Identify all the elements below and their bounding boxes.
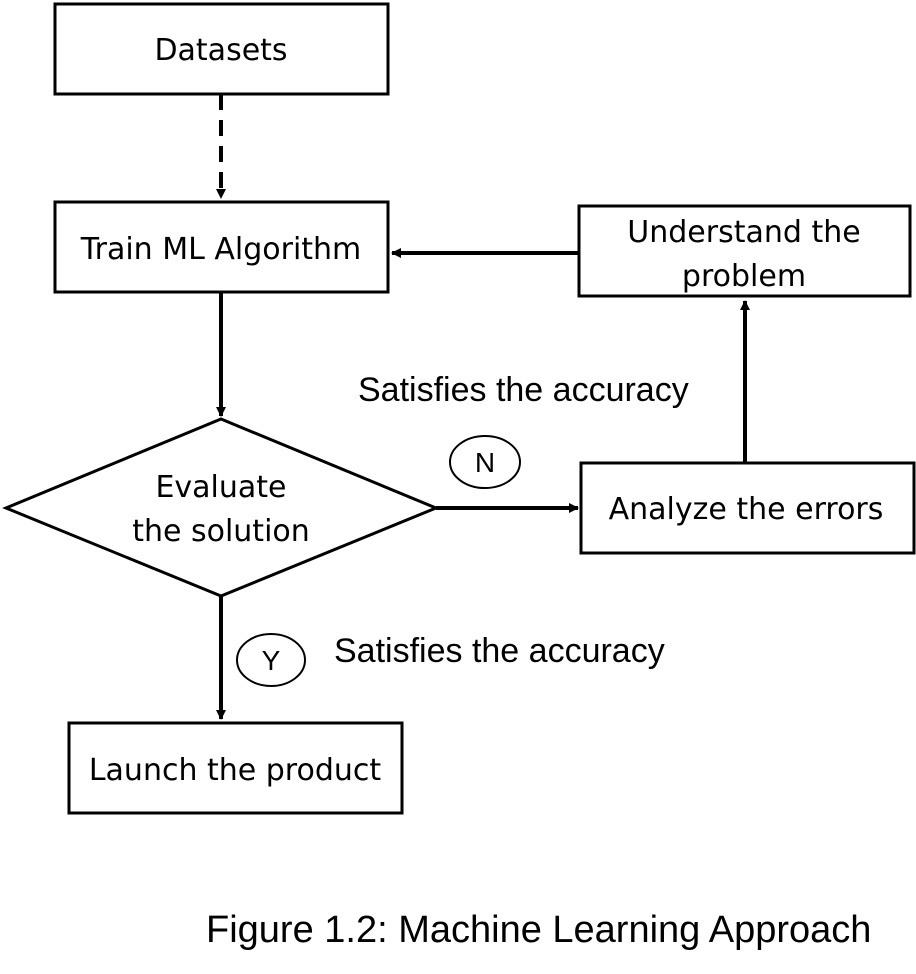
node-datasets: Datasets [53, 2, 390, 96]
edge-no-label: Satisfies the accuracy [358, 371, 689, 409]
yes-badge-label: Y [262, 645, 281, 676]
node-understand-label-line2: problem [682, 259, 806, 294]
edge-yes-label: Satisfies the accuracy [334, 632, 665, 670]
node-analyze-errors: Analyze the errors [579, 461, 916, 555]
node-evaluate-label-line1: Evaluate [155, 470, 286, 505]
node-evaluate-label-line2: the solution [132, 514, 310, 549]
no-badge: N [449, 435, 521, 489]
node-launch-label: Launch the product [89, 753, 382, 788]
node-train-ml-algorithm: Train ML Algorithm [53, 200, 390, 294]
node-analyze-label: Analyze the errors [609, 492, 884, 527]
node-datasets-label: Datasets [154, 33, 287, 68]
node-evaluate-solution: Evaluate the solution [2, 417, 440, 598]
node-understand-label-line1: Understand the [627, 215, 860, 250]
figure-caption: Figure 1.2: Machine Learning Approach [206, 909, 871, 951]
no-badge-label: N [475, 447, 495, 478]
node-understand-problem: Understand the problem [577, 204, 912, 298]
node-train-label: Train ML Algorithm [80, 232, 362, 267]
node-launch-product: Launch the product [67, 721, 404, 815]
yes-badge: Y [236, 633, 306, 687]
